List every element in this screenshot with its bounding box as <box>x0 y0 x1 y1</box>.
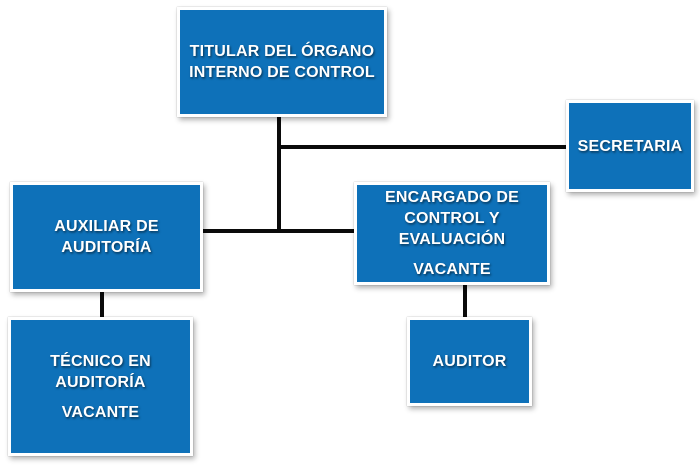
org-node-tecnico[interactable]: TÉCNICO EN AUDITORÍA VACANTE <box>8 317 193 456</box>
org-node-secretaria-label: SECRETARIA <box>577 137 683 155</box>
connector-auxiliar-tecnico <box>100 290 104 318</box>
org-node-auditor-label: AUDITOR <box>432 353 507 370</box>
connector-encargado-auditor <box>463 283 467 318</box>
org-node-secretaria[interactable]: SECRETARIA <box>566 100 694 192</box>
org-node-tecnico-status-badge: VACANTE <box>61 403 140 421</box>
org-node-auditor[interactable]: AUDITOR <box>407 317 532 406</box>
org-node-auxiliar-label: AUXILIAR DE AUDITORÍA <box>54 218 159 256</box>
connector-auxiliar-encargado <box>203 229 355 233</box>
connector-titular-secretaria <box>279 145 567 149</box>
connector-titular-branch-vertical <box>277 115 281 233</box>
org-node-titular-label: TITULAR DEL ÓRGANO INTERNO DE CONTROL <box>189 43 375 81</box>
org-node-encargado-label: ENCARGADO DE CONTROL Y EVALUACIÓN <box>385 189 519 248</box>
org-node-auxiliar[interactable]: AUXILIAR DE AUDITORÍA <box>10 182 203 292</box>
org-node-encargado-status-badge: VACANTE <box>413 261 491 278</box>
org-node-encargado[interactable]: ENCARGADO DE CONTROL Y EVALUACIÓN VACANT… <box>354 182 550 285</box>
org-node-titular[interactable]: TITULAR DEL ÓRGANO INTERNO DE CONTROL <box>177 7 387 117</box>
org-node-tecnico-label: TÉCNICO EN AUDITORÍA <box>50 352 151 391</box>
